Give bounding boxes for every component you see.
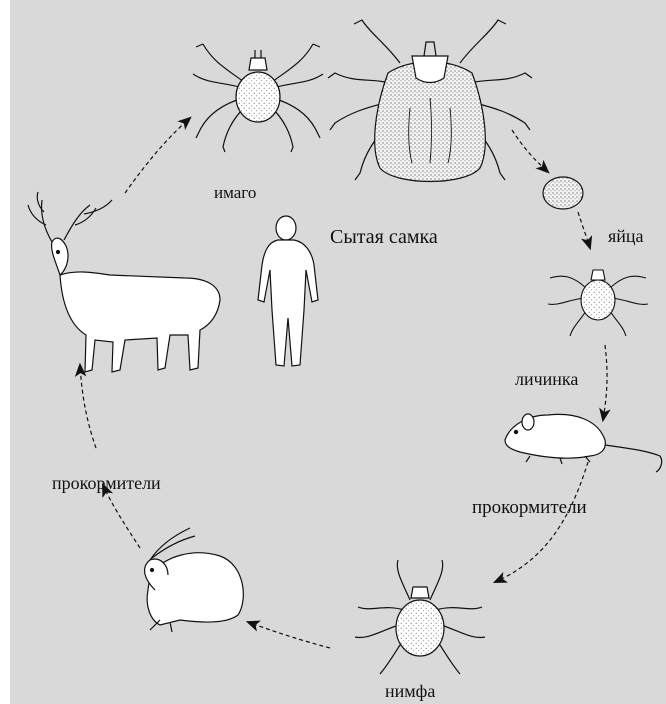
nymph-tick-icon [355, 560, 485, 674]
label-hosts-right: прокормители [472, 497, 587, 519]
label-imago: имаго [214, 183, 256, 203]
larva-tick-icon [548, 270, 648, 336]
label-hosts-left: прокормители [52, 473, 161, 494]
label-eggs: яйца [608, 226, 644, 247]
arrow-nymph-to-hare [248, 622, 330, 648]
label-larva: личинка [515, 369, 578, 390]
arrow-mouse-to-nymph [495, 462, 588, 582]
arrow-hare-to-hosts [103, 485, 140, 548]
arrow-larva-to-mouse [603, 345, 607, 420]
egg-icon [543, 177, 583, 209]
mouse-icon [505, 414, 662, 472]
arrow-hosts-to-deer [80, 365, 96, 448]
deer-icon [28, 192, 220, 372]
hare-icon [145, 528, 244, 632]
fed-female-tick-icon [328, 20, 532, 182]
human-icon [258, 216, 318, 366]
arrow-female-to-eggs [512, 130, 548, 172]
arrow-eggs-to-larva [578, 212, 590, 248]
label-nymph: нимфа [385, 681, 435, 702]
arrow-deer-to-imago [125, 118, 190, 193]
tick-imago-icon [193, 44, 323, 152]
label-fed-female: Сытая самка [330, 226, 438, 249]
